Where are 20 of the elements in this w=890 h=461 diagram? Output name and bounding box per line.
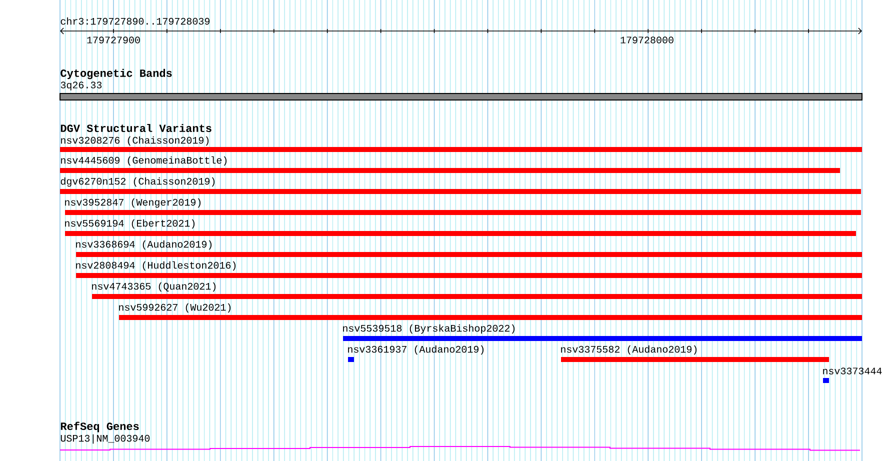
variant-label: dgv6270n152 (Chaisson2019) <box>60 177 215 187</box>
variant-label: nsv3375582 (Audano2019) <box>561 345 697 355</box>
variant-label: nsv2808494 (Huddleston2016) <box>76 261 236 271</box>
track-title: DGV Structural Variants <box>60 124 212 132</box>
variant-label: nsv3952847 (Wenger2019) <box>65 198 201 208</box>
variant-label: nsv5992627 (Wu2021) <box>119 303 231 313</box>
variant-label: nsv4743365 (Quan2021) <box>92 282 216 292</box>
variant-label: nsv3208276 (Chaisson2019) <box>61 136 209 146</box>
band-label: 3q26.33 <box>60 82 102 90</box>
variant-label: nsv3361937 (Audano2019) <box>348 345 484 355</box>
tick-label: 179727900 <box>87 36 140 44</box>
variant-label: nsv5539518 (ByrskaBishop2022) <box>343 324 515 334</box>
variant-label: nsv5569194 (Ebert2021) <box>65 219 195 229</box>
coordinate-range: chr3:179727890..179728039 <box>60 17 210 25</box>
gene-label: USP13|NM_003940 <box>60 434 150 444</box>
variant-label: nsv3373444 <box>823 368 882 374</box>
variant-label: nsv3368694 (Audano2019) <box>76 240 212 250</box>
variant-label: nsv4445609 (GenomeinaBottle) <box>61 156 227 166</box>
tick-label: 179728000 <box>620 36 674 44</box>
track-title: Cytogenetic Bands <box>60 68 172 80</box>
